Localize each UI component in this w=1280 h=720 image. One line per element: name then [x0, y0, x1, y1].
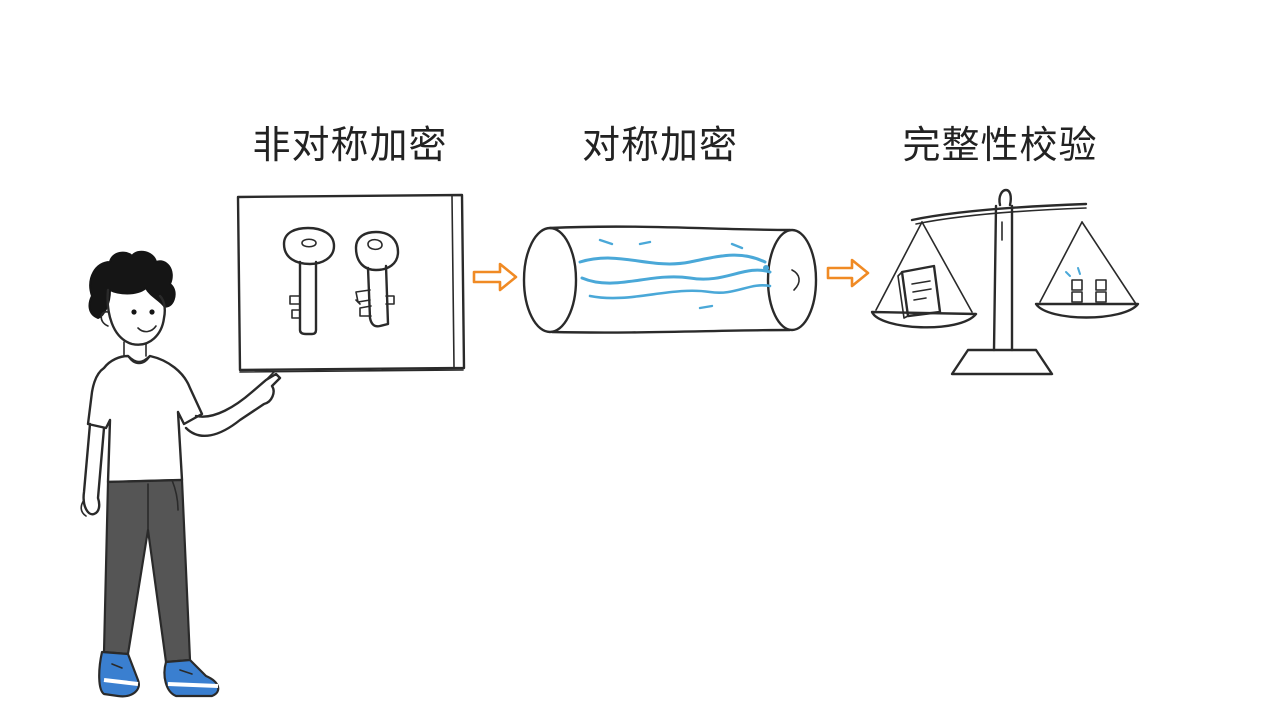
step-label-asymmetric: 非对称加密 [252, 123, 448, 167]
presenter-character [80, 250, 282, 698]
key-icon-left [282, 226, 336, 336]
flow-arrow-2 [826, 258, 870, 288]
step-label-symmetric: 对称加密 [581, 123, 738, 167]
key-icon-right [354, 230, 400, 328]
step-label-integrity: 完整性校验 [902, 123, 1098, 167]
flow-arrow-1 [472, 262, 518, 292]
keys-box [236, 193, 466, 373]
tunnel-icon [522, 225, 818, 334]
balance-scale-icon [870, 188, 1140, 376]
